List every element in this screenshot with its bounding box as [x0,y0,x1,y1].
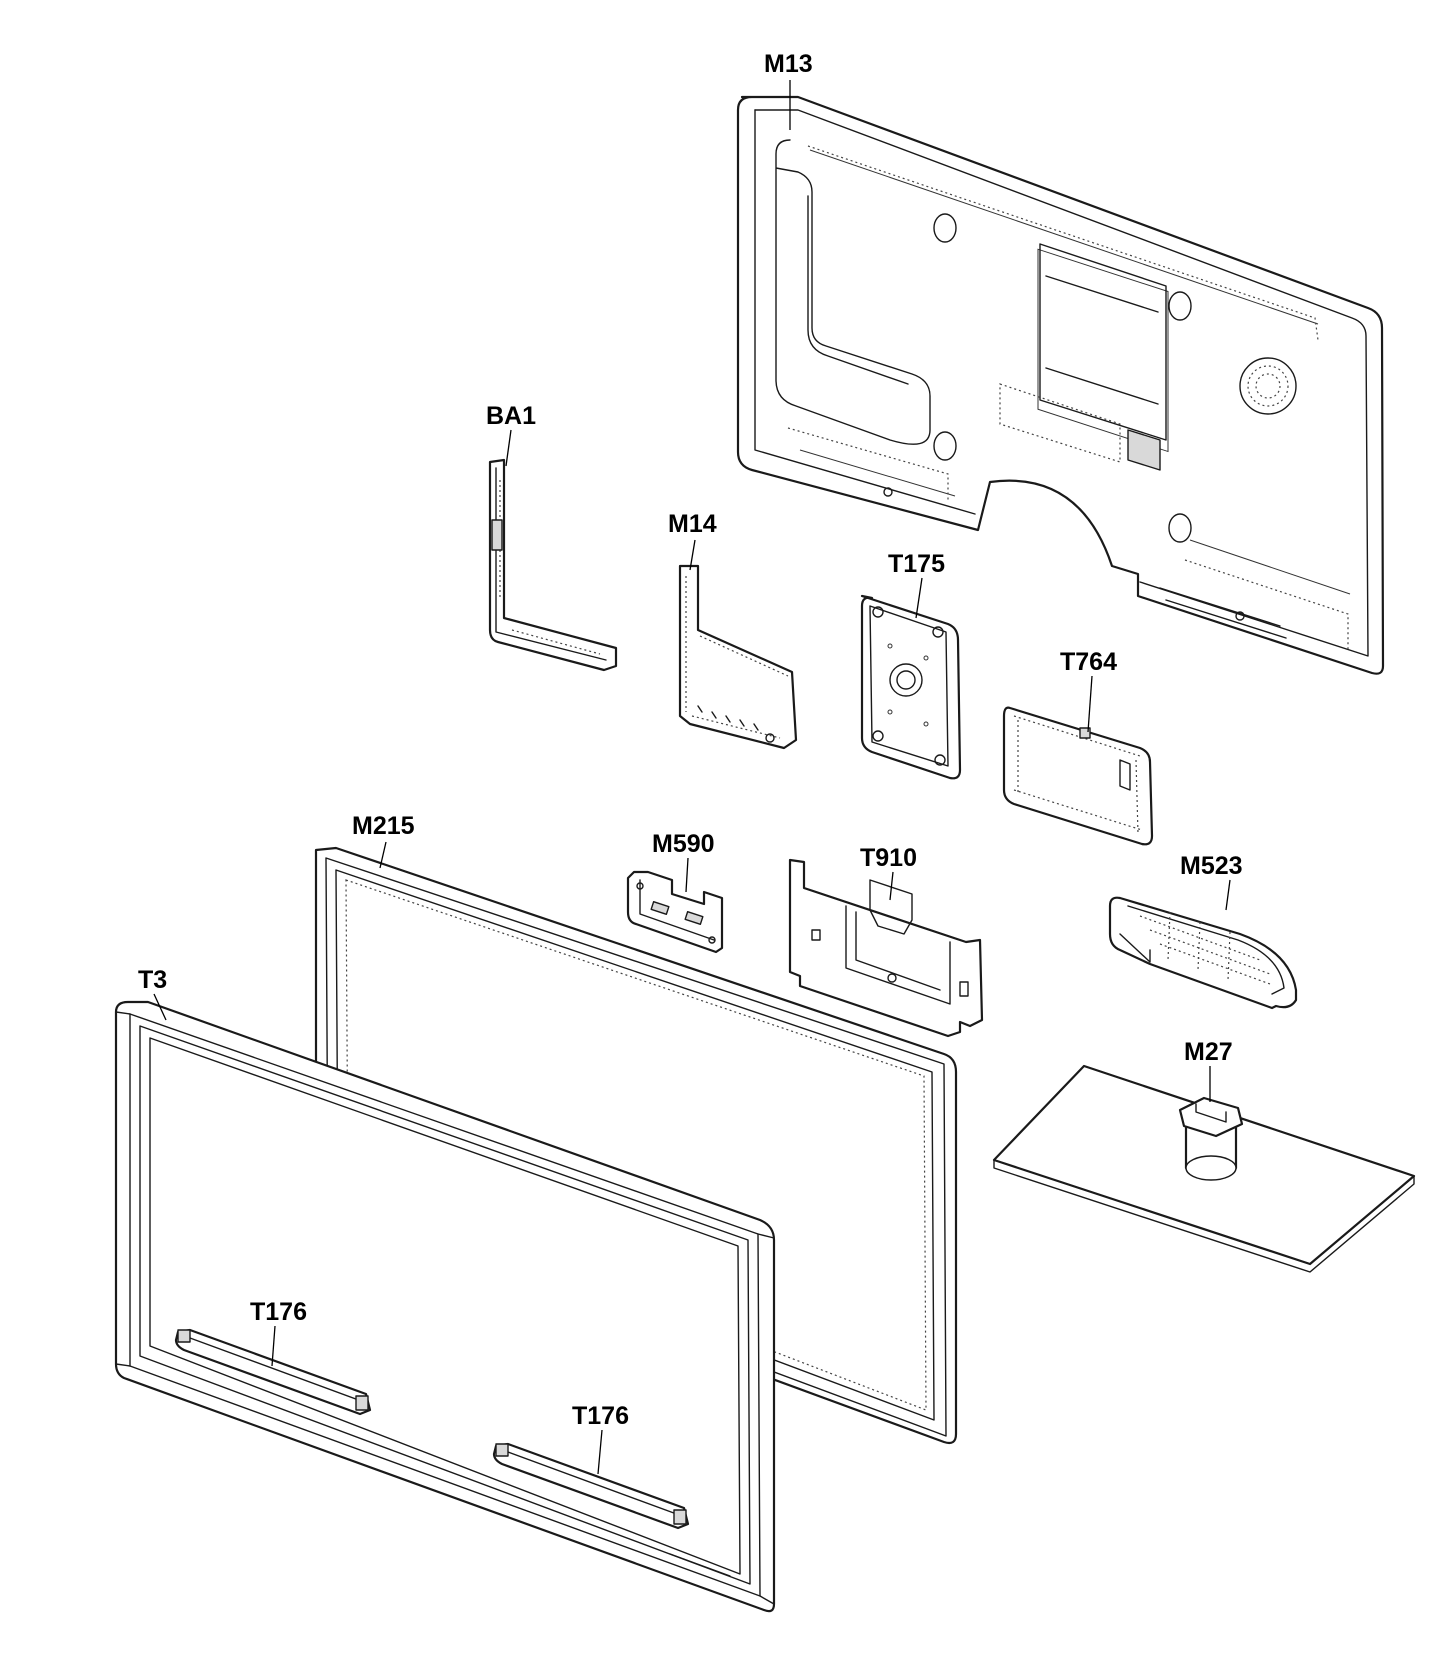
part-m590-io-bracket [626,870,724,954]
part-t175-mount-plate [860,594,962,780]
callout-m27: M27 [1184,1038,1233,1066]
callout-labels: M13 BA1 M14 T175 T764 M215 M590 T910 M52… [138,50,1243,1430]
callout-ba1: BA1 [486,402,536,430]
part-t3-front-bezel [114,1000,776,1613]
callout-m590: M590 [652,830,715,858]
callout-t176-right: T176 [572,1402,629,1430]
part-t910-stand-bracket [788,858,984,1038]
callout-t3: T3 [138,966,167,994]
callout-m523: M523 [1180,852,1243,880]
callout-t176-left: T176 [250,1298,307,1326]
callout-t764: T764 [1060,648,1117,676]
part-m14-main-board [678,564,798,750]
part-t764-power-board [1002,706,1154,846]
part-m27-stand-base [992,1064,1416,1273]
part-m523-stand-cover [1108,896,1298,1010]
leader-lines [153,80,1231,1475]
part-ba1-bracket [488,458,618,672]
part-t176-bar-right [492,1442,690,1530]
callout-m13: M13 [764,50,813,78]
part-m13-rear-cover [736,95,1385,675]
part-t176-bar-left [174,1328,372,1416]
callout-t910: T910 [860,844,917,872]
callout-m215: M215 [352,812,415,840]
callout-t175: T175 [888,550,945,578]
callout-m14: M14 [668,510,717,538]
